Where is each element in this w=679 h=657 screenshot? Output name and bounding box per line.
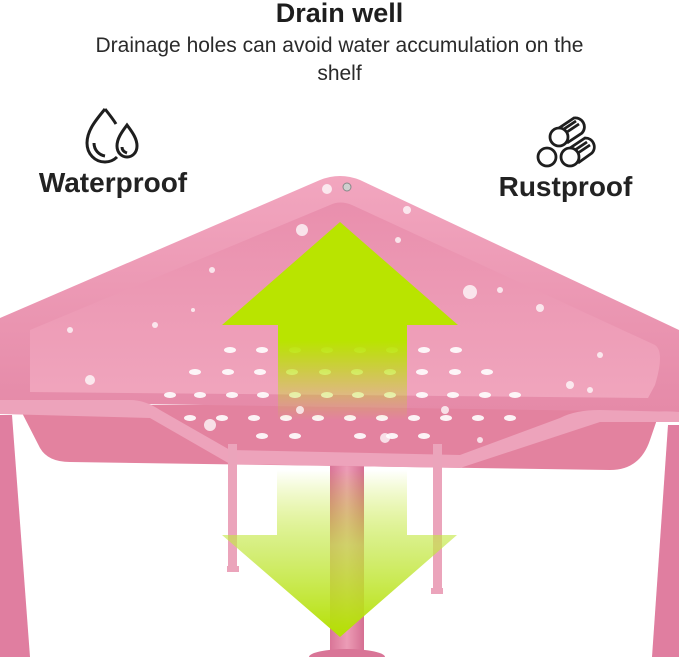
- feature-label: Rustproof: [498, 171, 633, 202]
- feature-waterproof: Waterproof: [28, 105, 198, 199]
- page-title: Drain well: [275, 0, 404, 28]
- up-arrow: [222, 222, 458, 420]
- left-leg: [0, 415, 30, 657]
- page-subtitle: Drainage holes can avoid water accumulat…: [95, 34, 584, 85]
- stacked-pipes-icon: [536, 116, 596, 168]
- feature-rustproof: Rustproof: [488, 115, 643, 203]
- feature-label: Waterproof: [38, 167, 188, 198]
- right-leg: [652, 425, 679, 657]
- down-arrow: [222, 470, 457, 637]
- screw: [342, 182, 352, 192]
- water-drops-icon: [85, 108, 139, 164]
- shelf-hooks: [227, 444, 443, 594]
